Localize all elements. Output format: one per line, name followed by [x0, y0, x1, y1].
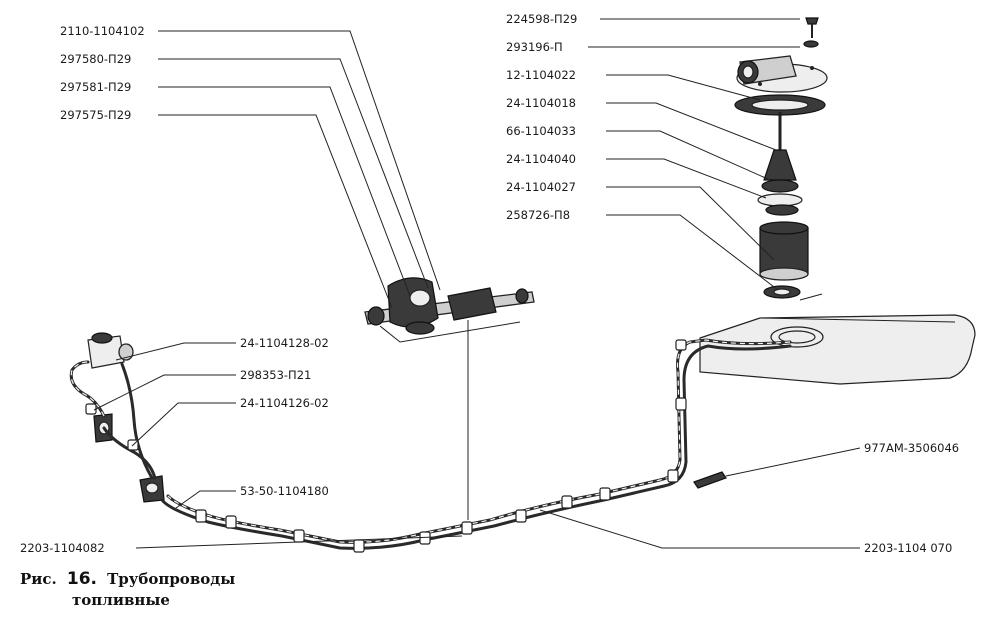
caption-title-line2: топливные [72, 591, 170, 609]
label-977am-3506046: 977АМ-3506046 [864, 441, 959, 455]
fuel-pipes [69, 338, 792, 550]
figure-caption: Рис. 16. Трубопроводы топливные [20, 569, 235, 609]
label-258726-p8: 258726-П8 [506, 208, 570, 222]
label-24-1104027: 24-1104027 [506, 180, 576, 194]
label-53-50-1104180: 53-50-1104180 [240, 484, 329, 498]
label-24-1104128-02: 24-1104128-02 [240, 336, 329, 350]
label-24-1104018: 24-1104018 [506, 96, 576, 110]
fuel-tank [699, 314, 976, 385]
label-297581-p29: 297581-П29 [60, 80, 131, 94]
caption-lead: Рис. [20, 570, 57, 588]
pipe-clips [85, 339, 687, 553]
pipe-clip [667, 469, 679, 483]
label-297575-p29: 297575-П29 [60, 108, 131, 122]
screw-part [805, 17, 819, 25]
label-24-1104126-02: 24-1104126-02 [240, 396, 329, 410]
sender-filter [759, 227, 809, 275]
label-66-1104033: 66-1104033 [506, 124, 576, 138]
label-2110-1104102: 2110-1104102 [60, 24, 145, 38]
part-labels: 224598-П29 293196-П 12-1104022 24-110401… [20, 12, 959, 555]
leader-lines [93, 18, 861, 549]
fuel-level-sender-assembly [734, 17, 828, 301]
caption-line-1: Рис. 16. Трубопроводы [20, 569, 235, 589]
pipe-clip [675, 397, 687, 411]
pipe-clip [195, 509, 207, 523]
sender-cone [763, 149, 797, 181]
plug-part [693, 471, 727, 489]
label-2203-1104082: 2203-1104082 [20, 541, 105, 555]
label-2203-1104070: 2203-1104 070 [864, 541, 952, 555]
caption-number: 16. [67, 569, 97, 589]
pipe-clip [461, 521, 473, 535]
label-293196-p: 293196-П [506, 40, 563, 54]
pipe-clip [561, 495, 573, 509]
washer-part [803, 40, 819, 48]
pipe-clip [225, 515, 237, 529]
pipe-clip [353, 539, 365, 553]
pipe-clip [419, 531, 431, 545]
pipe-clip [293, 529, 305, 543]
label-297580-p29: 297580-П29 [60, 52, 131, 66]
label-224598-p29: 224598-П29 [506, 12, 577, 26]
pipe-clip [85, 403, 97, 415]
caption-title-line1: Трубопроводы [107, 570, 235, 588]
label-298353-p21: 298353-П21 [240, 368, 311, 382]
label-12-1104022: 12-1104022 [506, 68, 576, 82]
label-24-1104040: 24-1104040 [506, 152, 576, 166]
pipe-clip [599, 487, 611, 501]
pipe-clip [675, 339, 687, 351]
fuel-filter-assembly [364, 277, 535, 520]
pipe-clip [515, 509, 527, 523]
